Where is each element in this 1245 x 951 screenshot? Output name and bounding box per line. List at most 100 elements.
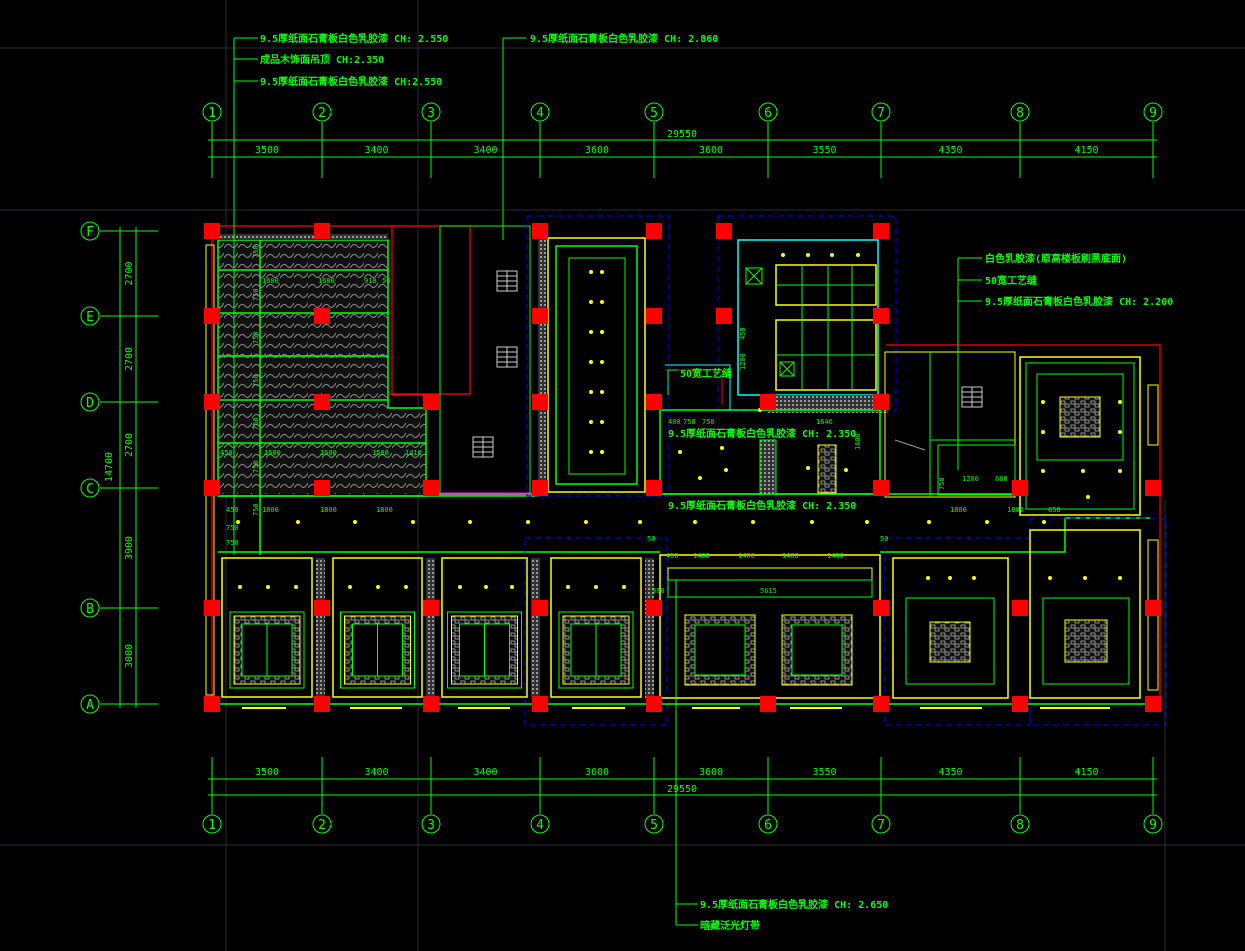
bottom-dim-7: 4350 [938, 767, 962, 778]
downlight-icon [1118, 576, 1122, 580]
downlight-icon [468, 520, 472, 524]
annotation-mid-room: 9.5厚纸面石膏板白色乳胶漆 CH: 2.350 [668, 427, 856, 440]
column [314, 308, 330, 324]
downlight-icon [238, 585, 242, 589]
axis-bubble-9 [1143, 102, 1163, 122]
top-total-dim: 29550 [667, 129, 697, 140]
column [314, 600, 330, 616]
bottom-dim-5: 3600 [699, 767, 723, 778]
bottom-total-dim: 29550 [667, 784, 697, 795]
downlight-icon [353, 520, 357, 524]
axis-label-6: 6 [764, 106, 772, 121]
downlight-icon [865, 520, 869, 524]
partition-wall [531, 558, 540, 698]
downlight-icon [411, 520, 415, 524]
left-dim-3: 2700 [124, 433, 135, 457]
downlight-icon [566, 585, 570, 589]
column [716, 308, 732, 324]
column [646, 308, 662, 324]
room-dim: 1400 [693, 552, 710, 560]
column [423, 480, 439, 496]
downlight-icon [600, 270, 604, 274]
room-dim: 1800 [376, 506, 393, 514]
room-dim: 750 [252, 417, 260, 430]
downlight-icon [510, 585, 514, 589]
downlight-icon [589, 390, 593, 394]
axis-bubble-3 [421, 814, 441, 834]
column [646, 223, 662, 239]
axis-label-1: 1 [208, 818, 216, 833]
column [423, 696, 439, 712]
column [532, 696, 548, 712]
room-dim: 1410 [405, 449, 422, 457]
column [423, 394, 439, 410]
partition-wall [426, 558, 435, 698]
room-dim: 750 [252, 503, 260, 516]
axis-bubble-D [80, 392, 100, 412]
room-dim: 400 [668, 418, 681, 426]
column [532, 394, 548, 410]
downlight-icon [830, 253, 834, 257]
downlight-icon [348, 585, 352, 589]
room-dim: 1600 [264, 449, 281, 457]
column [646, 696, 662, 712]
downlight-icon [698, 476, 702, 480]
room-dim: 300 [652, 587, 665, 595]
axis-label-5: 5 [650, 106, 658, 121]
column [314, 480, 330, 496]
axis-label-2: 2 [318, 818, 326, 833]
room-dim: 1400 [827, 552, 844, 560]
left-dim-4: 2700 [124, 347, 135, 371]
annotation-latex-paint: 白色乳胶漆(原高楼板刷黑底面) [985, 252, 1127, 265]
column [204, 696, 220, 712]
room-dim: 750 [683, 418, 696, 426]
office-room-1 [221, 557, 313, 698]
room-dim: 1600 [320, 449, 337, 457]
room-dim: 450 [226, 506, 239, 514]
column [1145, 600, 1161, 616]
room-dim: 658 [1048, 506, 1061, 514]
top-dim-6: 3550 [812, 145, 836, 156]
axis-label-2: 2 [318, 106, 326, 121]
downlight-icon [600, 330, 604, 334]
room-dim: 660 [995, 475, 1008, 483]
room-dim: 1600 [318, 277, 335, 285]
column [532, 223, 548, 239]
axis-label-6: 6 [764, 818, 772, 833]
axis-label-A: A [86, 698, 94, 713]
axis-label-B: B [86, 602, 94, 617]
axis-bubble-7 [871, 814, 891, 834]
downlight-icon [1118, 430, 1122, 434]
room-dim: 1800 [1007, 506, 1024, 514]
bottom-dim-2: 3400 [364, 767, 388, 778]
downlight-icon [526, 520, 530, 524]
downlight-icon [600, 360, 604, 364]
axis-bubble-7 [871, 102, 891, 122]
axis-bubble-8 [1010, 102, 1030, 122]
room-dim: 1400 [782, 552, 799, 560]
downlight-icon [948, 576, 952, 580]
column [1012, 480, 1028, 496]
downlight-icon [296, 520, 300, 524]
axis-label-1: 1 [208, 106, 216, 121]
downlight-icon [1041, 400, 1045, 404]
walls [205, 215, 1167, 726]
room-dim: 750 [252, 460, 260, 473]
office-room-4 [550, 557, 642, 698]
downlight-icon [806, 466, 810, 470]
top-dim-8: 4150 [1074, 145, 1098, 156]
axis-label-8: 8 [1016, 106, 1024, 121]
room-dim: 5615 [760, 587, 777, 595]
column [1145, 480, 1161, 496]
bottom-dim-8: 4150 [1074, 767, 1098, 778]
axis-bubble-1 [202, 814, 222, 834]
downlight-icon [724, 468, 728, 472]
downlight-icon [484, 585, 488, 589]
top-dim-3: 3400 [473, 145, 497, 156]
downlight-icon [844, 468, 848, 472]
downlight-icon [589, 360, 593, 364]
axis-label-4: 4 [536, 818, 544, 833]
